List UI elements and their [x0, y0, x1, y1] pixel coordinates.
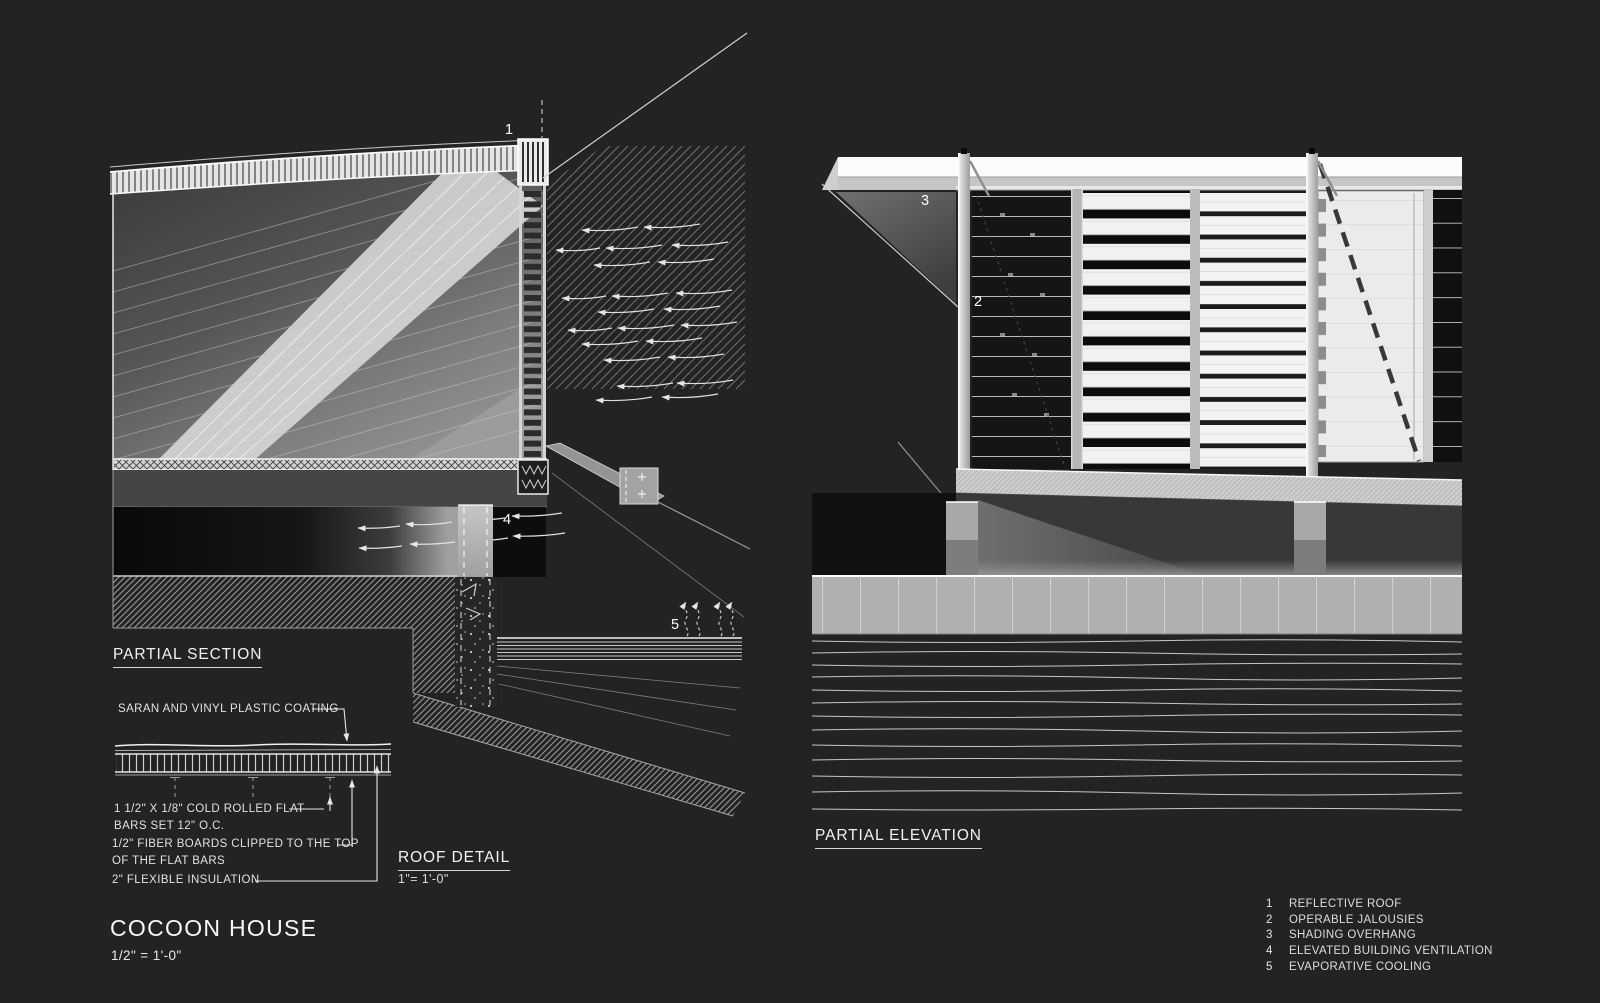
steam-arrows	[679, 601, 735, 637]
callout-shading-overhang: 3	[921, 193, 930, 209]
legend-label: REFLECTIVE ROOF	[1289, 898, 1402, 910]
annotation-insulation: 2" FLEXIBLE INSULATION	[112, 874, 260, 886]
underfloor-shadow	[812, 493, 1462, 576]
water-pool	[496, 637, 742, 737]
legend-number: 1	[1266, 898, 1273, 910]
annotation-flat-bars-line1: 1 1/2" X 1/8" COLD ROLLED FLAT	[114, 803, 305, 815]
louver-panel-closed	[1200, 191, 1306, 469]
legend-number: 4	[1266, 945, 1273, 958]
louver-panel-dark	[972, 191, 1071, 469]
light-shaft	[156, 168, 543, 461]
walkway	[544, 442, 751, 618]
keynote-legend: 1 REFLECTIVE ROOF 2 OPERABLE JALOUSIES 3…	[1266, 897, 1493, 975]
project-title: COCOON HOUSE	[110, 915, 318, 941]
legend-item: 4 ELEVATED BUILDING VENTILATION	[1266, 944, 1493, 960]
ceiling-band	[113, 458, 547, 471]
partial-section-drawing	[109, 32, 751, 817]
legend-item: 3 SHADING OVERHANG	[1266, 928, 1493, 944]
annotation-coating: SARAN AND VINYL PLASTIC COATING	[118, 703, 339, 715]
legend-label: ELEVATED BUILDING VENTILATION	[1289, 945, 1493, 958]
callout-reflective-roof: 1	[505, 122, 514, 138]
roof-detail-title: ROOF DETAIL	[398, 849, 511, 871]
louver-panel-dark-right	[1433, 190, 1462, 462]
callout-operable-jalousies: 2	[974, 294, 983, 310]
wind-region	[547, 146, 745, 404]
partial-elevation-title: PARTIAL ELEVATION	[815, 827, 982, 849]
crawl-space	[113, 507, 458, 577]
section-jalousie-column	[519, 185, 546, 462]
partial-section-title: PARTIAL SECTION	[113, 646, 263, 668]
mullion	[1190, 189, 1200, 469]
annotation-fiber-boards-line2: OF THE FLAT BARS	[112, 855, 226, 867]
legend-number: 3	[1266, 929, 1273, 942]
ground-hatch	[113, 575, 746, 817]
stone-wall	[812, 575, 1462, 635]
terrain-lines	[811, 639, 1463, 811]
edge-beam	[517, 459, 549, 495]
legend-number: 5	[1266, 960, 1273, 973]
braced-panel	[1317, 163, 1425, 463]
roof-band	[109, 139, 539, 195]
roof-fascia	[822, 157, 1462, 190]
mullion	[1071, 189, 1083, 469]
louver-panel-open	[1083, 191, 1190, 469]
project-scale: 1/2" = 1'-0"	[111, 948, 182, 963]
interior-cables	[113, 168, 546, 461]
annotation-fiber-boards-line1: 1/2" FIBER BOARDS CLIPPED TO THE TOP	[112, 838, 359, 850]
pier	[458, 504, 493, 577]
bar-ticks	[170, 777, 335, 800]
roof-detail-scale: 1"= 1'-0"	[398, 872, 449, 886]
stay-cable	[542, 32, 748, 179]
detail-leaders	[255, 708, 380, 882]
callout-evaporative-cooling: 5	[671, 617, 680, 633]
legend-item: 1 REFLECTIVE ROOF	[1266, 897, 1493, 913]
concrete-pier	[455, 577, 497, 707]
legend-item: 5 EVAPORATIVE COOLING	[1266, 960, 1493, 976]
roof-detail-drawing	[114, 708, 392, 882]
partial-elevation-drawing	[811, 148, 1463, 811]
legend-item: 2 OPERABLE JALOUSIES	[1266, 913, 1493, 929]
legend-label: EVAPORATIVE COOLING	[1289, 960, 1432, 973]
shading-overhang	[836, 192, 956, 304]
floor-slab	[113, 470, 547, 507]
wind-arrows	[555, 223, 738, 404]
elevation-piers	[946, 501, 1326, 577]
legend-label: OPERABLE JALOUSIES	[1289, 913, 1424, 926]
annotation-flat-bars-line2: BARS SET 12" O.C.	[114, 820, 225, 832]
legend-label: SHADING OVERHANG	[1289, 929, 1417, 942]
callout-ventilation: 4	[503, 512, 512, 528]
deck-band	[955, 468, 1463, 507]
legend-number: 2	[1266, 913, 1273, 926]
